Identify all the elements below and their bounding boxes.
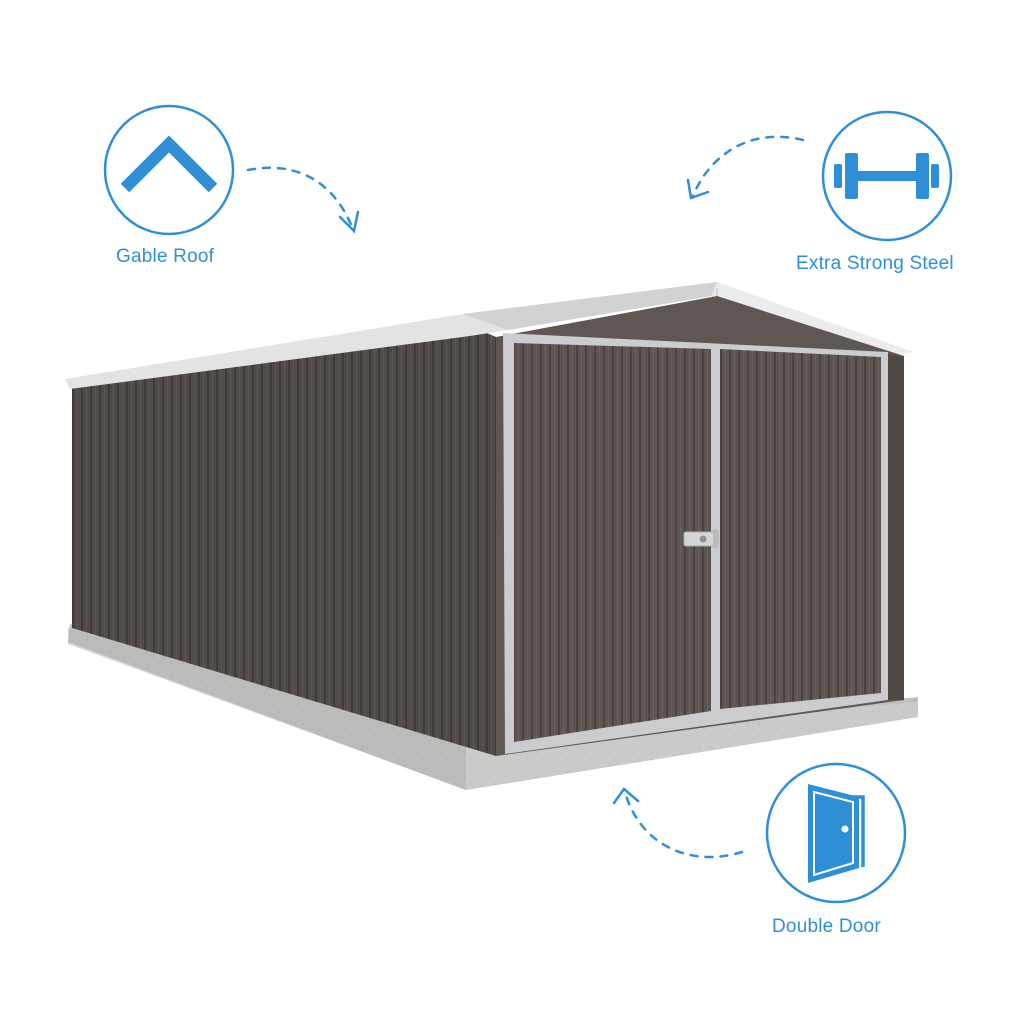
door-icon bbox=[765, 762, 907, 904]
left-door-panel bbox=[514, 343, 711, 742]
concrete-slab bbox=[68, 624, 918, 790]
arrow-extra-strong-steel bbox=[686, 135, 805, 200]
feature-label-double-door: Double Door bbox=[772, 916, 881, 937]
feature-label-extra-strong-steel: Extra Strong Steel bbox=[796, 253, 954, 274]
door-latch bbox=[683, 530, 719, 548]
gable-roof-icon bbox=[103, 104, 235, 236]
shed-side-wall bbox=[72, 322, 496, 756]
dumbbell-icon bbox=[821, 110, 953, 242]
right-door-panel bbox=[720, 349, 881, 709]
arrow-double-door bbox=[612, 787, 744, 859]
shed-front bbox=[496, 296, 904, 756]
arrow-gable-roof bbox=[246, 166, 360, 234]
feature-label-gable-roof: Gable Roof bbox=[116, 246, 215, 267]
